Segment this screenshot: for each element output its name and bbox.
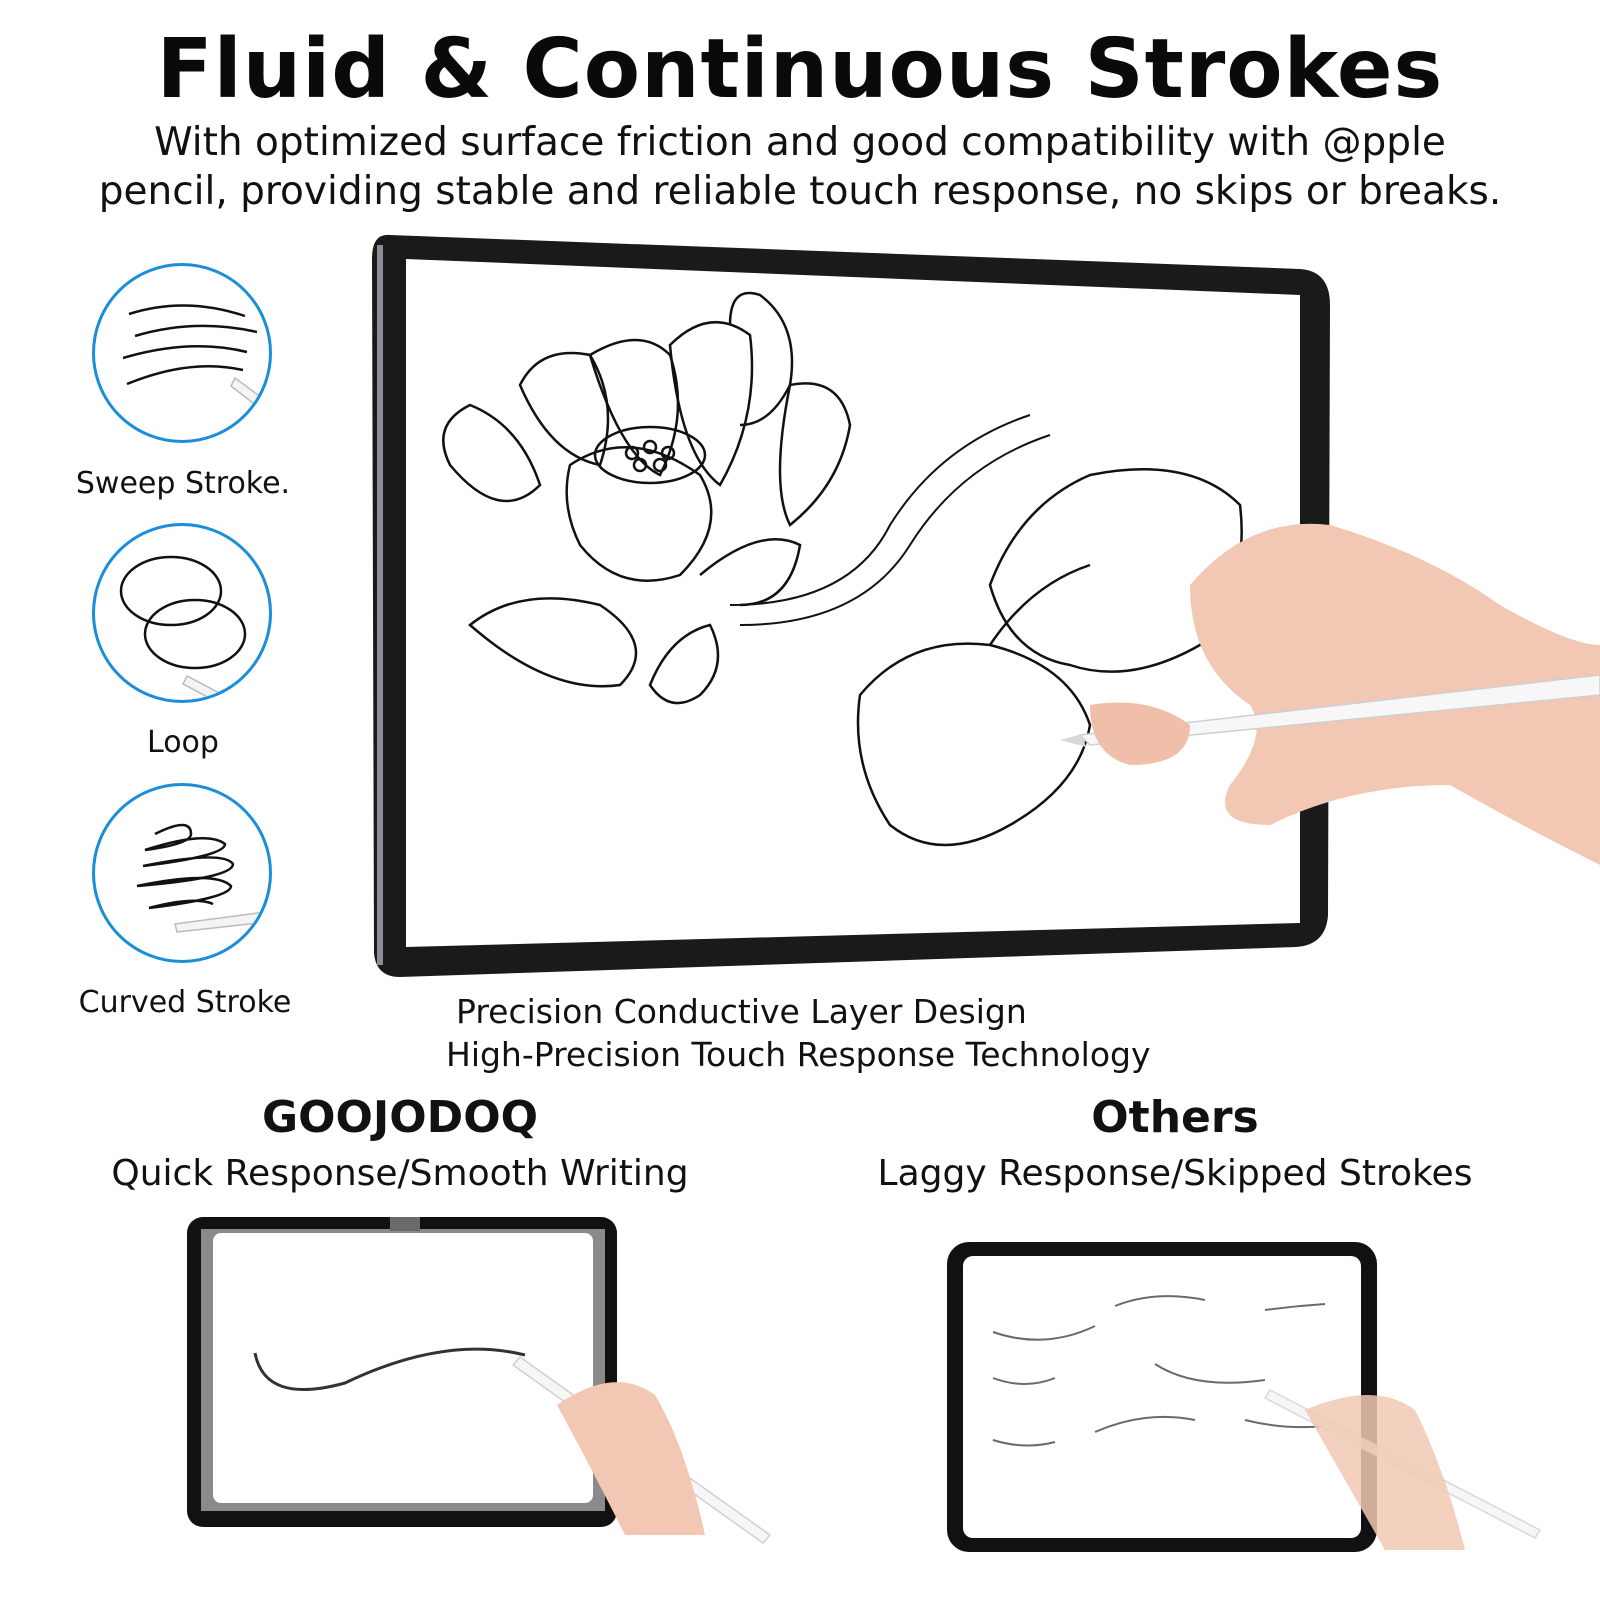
subtitle-line-2: pencil, providing stable and reliable to… [98,169,1502,214]
sweep-stroke-label: Sweep Stroke. [75,466,291,501]
sweep-stroke-badge [92,263,272,443]
page-subtitle: With optimized surface friction and good… [30,118,1570,216]
curved-stroke-badge [92,783,272,963]
subtitle-line-1: With optimized surface friction and good… [154,120,1446,165]
loop-stroke-badge [92,523,272,703]
curved-stroke-icon [136,823,268,933]
feature-line-1: Precision Conductive Layer Design [456,992,1027,1031]
lotus-flower [442,291,852,705]
loop-stroke-label: Loop [147,725,219,760]
curved-stroke-label: Curved Stroke [78,985,292,1020]
lotus-drawing-tablet [372,234,1600,977]
others-tablet-illustration [945,1240,1545,1570]
feature-line-2: High-Precision Touch Response Technology [446,1035,1151,1074]
main-tablet-illustration [370,225,1600,1025]
smooth-writing-tablet [187,1217,772,1545]
others-brand-title: Others [1091,1092,1259,1143]
sweep-stroke-icon [122,304,269,416]
page-title: Fluid & Continuous Strokes [156,22,1444,117]
goojodoq-tablet-illustration [185,1215,775,1545]
skipped-strokes-tablet [947,1242,1542,1552]
others-description: Laggy Response/Skipped Strokes [877,1153,1473,1194]
lotus-stem [729,414,1051,626]
hand-holding-pencil [1060,523,1600,865]
goojodoq-brand-title: GOOJODOQ [261,1092,539,1143]
goojodoq-description: Quick Response/Smooth Writing [111,1153,689,1194]
loop-stroke-icon [119,555,247,700]
